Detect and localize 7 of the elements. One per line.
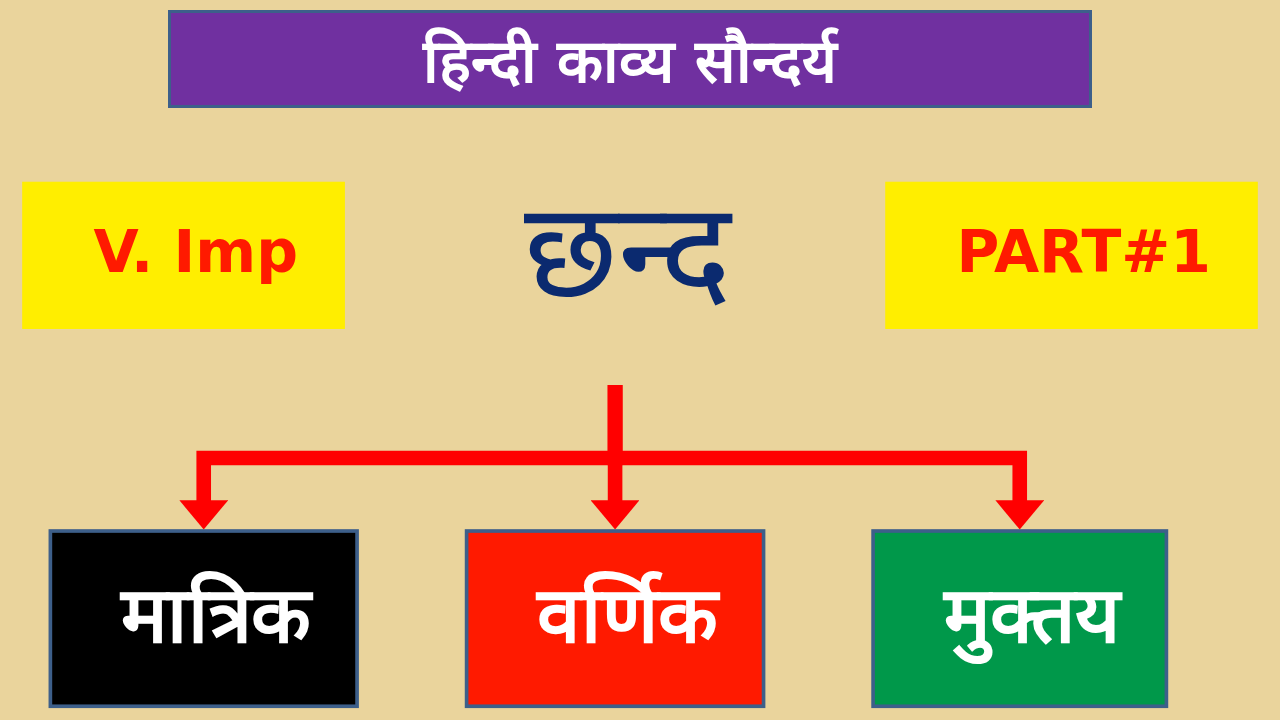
node-box: मात्रिक <box>48 529 359 709</box>
node-box: मुक्तय <box>871 529 1169 709</box>
node-box: V. Imp <box>22 181 345 329</box>
node-box: वर्णिक <box>464 529 766 709</box>
node-box: PART#1 <box>885 181 1258 329</box>
title-banner: हिन्दी काव्य सौन्दर्य <box>168 10 1092 108</box>
node-text: छन्द <box>524 173 731 329</box>
